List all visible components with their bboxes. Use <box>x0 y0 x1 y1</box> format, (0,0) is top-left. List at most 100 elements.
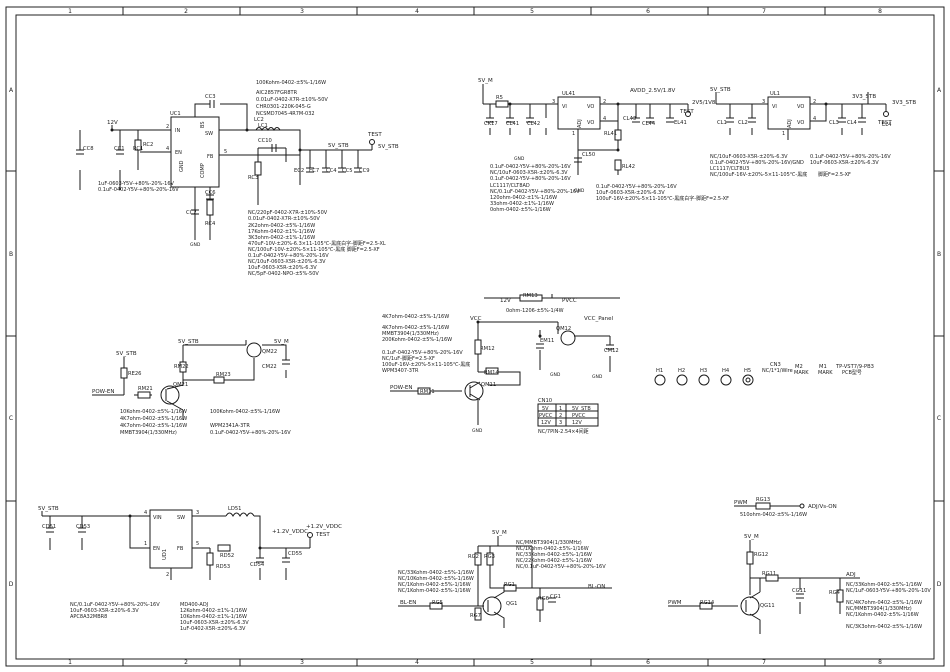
note-b-right-0: 0.1uF-0402-Y5V-+80%-20%-16V <box>596 184 677 190</box>
resistor-re26 <box>120 367 128 379</box>
ref-cm22: CM22 <box>262 364 277 370</box>
capacitor-cl43 <box>632 117 640 123</box>
test-point-g <box>307 532 313 538</box>
resistor-rg12 <box>746 551 754 565</box>
note-e-left-3: MMBT3904(1/330MHz) <box>120 430 177 436</box>
note-b-7: 0ohm-0402-±5%-1/16W <box>490 207 551 213</box>
note-left-1: 0.1uF-0402-Y5V-+80%-20%-16V <box>98 187 179 193</box>
ref-cd51: CD51 <box>42 524 56 530</box>
ref-h4: H4 <box>722 368 730 374</box>
capacitor-cc2 <box>191 209 199 215</box>
ldo-block-b: UL41 VI VO VO ADJ 3 2 4 1 5V_M AVDD_2.5V… <box>478 78 729 213</box>
gnd-a: GND <box>190 242 201 248</box>
ref-cc6: CC6 <box>205 190 216 196</box>
ref-cd53: CD53 <box>76 524 90 530</box>
note-bottom-5: 470uF-10V-±20%-6.3×11-105℃-黑底白字-脚距F=2.5-… <box>248 240 386 247</box>
col-3: 3 <box>300 8 304 15</box>
net-3v3-c2: 3V3_STB <box>892 100 916 106</box>
ref-h1: H1 <box>656 368 663 374</box>
note-h-top-2: NC/33Kohm-0402-±5%-1/16W <box>516 552 592 558</box>
capacitor-cc6 <box>206 194 214 200</box>
pmos-qm22 <box>246 342 262 358</box>
ref-rd53: RD53 <box>216 564 230 570</box>
ref-m2: M2 <box>795 364 803 370</box>
note-bottom-7: 0.1uF-0402-Y5V-+80%-20%-16V <box>248 253 329 259</box>
cn-part: NC/7PIN-2.54×4间距 <box>538 428 589 435</box>
ref-cl42: CL42 <box>527 121 540 127</box>
note-c-right-0: 0.1uF-0402-Y5V-+80%-20%-16V <box>810 154 891 160</box>
capacitor-cc9 <box>354 167 362 173</box>
capacitor-cl4 <box>858 117 866 123</box>
note-b-1: NC/10uF-0603-X5R-±20%-6.3V <box>490 170 568 176</box>
ref-rm13: RM13 <box>523 293 538 299</box>
net-5v-stb-e: 5V_STB <box>116 351 137 357</box>
capacitor-cc10 <box>271 144 277 152</box>
pin-in: IN <box>175 128 180 134</box>
note-b-0: 0.1uF-0402-Y5V-+80%-20%-16V <box>490 164 571 170</box>
note-b-6: 33ohm-0402-±1%-1/16W <box>490 201 554 207</box>
ref-rm22: RM22 <box>174 364 189 370</box>
col-7: 7 <box>762 8 766 15</box>
hole-h4 <box>720 374 732 386</box>
capacitor-cc5 <box>338 167 346 173</box>
resistor-rg6 <box>536 597 544 611</box>
adj-output-point <box>799 503 805 509</box>
ref-cl50: CL50 <box>582 152 595 158</box>
ic-uc1 <box>170 116 220 188</box>
note-h-top-1: NC/1Kohm-0402-±5%-1/16W <box>516 546 589 552</box>
row-d-right: D <box>937 581 942 588</box>
ref-lc1: LC1 <box>258 123 268 129</box>
resistor-rg11 <box>765 574 779 582</box>
parts-list-3: NCSMD7045-4R7M-032 <box>256 111 315 117</box>
capacitor-cl50 <box>574 157 582 163</box>
note-b-right-2: 100uF-16V-±20%-5×11-105℃-黑底白字-脚距F=2.5-XF <box>596 195 729 202</box>
ref-rl42: RL42 <box>622 164 635 170</box>
ref-em11: EM11 <box>540 338 554 344</box>
net-bl-en: BL-EN <box>400 600 416 606</box>
ic-ul1-ref: UL1 <box>770 91 780 97</box>
ref-cl43: CL43 <box>623 116 636 122</box>
connector-cn10 <box>537 403 599 427</box>
col-4: 4 <box>415 8 419 15</box>
resistor-rg14 <box>699 602 713 610</box>
note-h-left-1: NC/10Kohm-0402-±5%-1/16W <box>398 576 474 582</box>
note-bottom-8: NC/10uF-0603-X5R-±20%-6.3V <box>248 259 326 265</box>
pin-gnd: GND <box>179 160 185 172</box>
hole-h1 <box>654 374 666 386</box>
capacitor-cl1 <box>726 117 734 123</box>
pin-vo2-b: VO <box>587 120 594 126</box>
net-pow-en-e: POW-EN <box>92 389 114 395</box>
net-pvcc-top: PVCC <box>562 298 577 304</box>
capacitor-cm12 <box>606 344 614 350</box>
ref-tp: TP-VST7/9-PB3 <box>835 364 874 370</box>
cn3-part: NC/1*1/Wire <box>762 368 793 374</box>
note-e-left-1: 4K7ohm-0402-±5%-1/16W <box>120 416 187 422</box>
ref-h3: H3 <box>700 368 707 374</box>
ref-cc9: CC9 <box>359 168 370 174</box>
ref-rm14: RM14 <box>484 370 499 376</box>
note-e-right-2: WPM2341A-3TR <box>210 423 250 429</box>
ref-rc3: RC3 <box>248 175 258 181</box>
net-12v-a: 12V <box>107 120 118 126</box>
row-c-right: C <box>937 415 941 422</box>
note-b-right-1: 10uF-0603-X5R-±20%-6.3V <box>596 190 665 196</box>
tp-part: PCB型号 <box>842 369 862 376</box>
capacitor-ec7 <box>306 167 314 173</box>
gnd-d3: GND <box>592 374 603 380</box>
buck-converter-block-g: UD1 VIN SW EN FB 4 3 1 5 2 5V_STB +1.2V_… <box>38 506 342 632</box>
rm13-value: 0ohm-1206-±5%-1/4W <box>506 308 564 314</box>
ref-rg4: RG4 <box>829 590 841 596</box>
pin-sw: SW <box>205 131 213 137</box>
note-d-top-3: 200Kohm-0402-±5%-1/16W <box>382 337 452 343</box>
net-2v5: 2V5/1V8 <box>692 100 716 106</box>
col-6-bottom: 6 <box>646 659 650 666</box>
note-i-3: NC/MMBT3904(1/330MHz) <box>846 606 912 612</box>
note-b-2: 0.1uF-0402-Y5V-+80%-20%-16V <box>490 176 571 182</box>
pin-num-4-g: 4 <box>144 510 147 516</box>
ref-qg1: QG1 <box>506 601 517 607</box>
parts-list-2: CHR0301-220K-045-G <box>256 104 311 110</box>
cn-row-1-a: PVCC <box>539 413 553 419</box>
cn-row-2-c: 12V <box>572 420 582 426</box>
net-adj: ADJ <box>846 572 856 578</box>
